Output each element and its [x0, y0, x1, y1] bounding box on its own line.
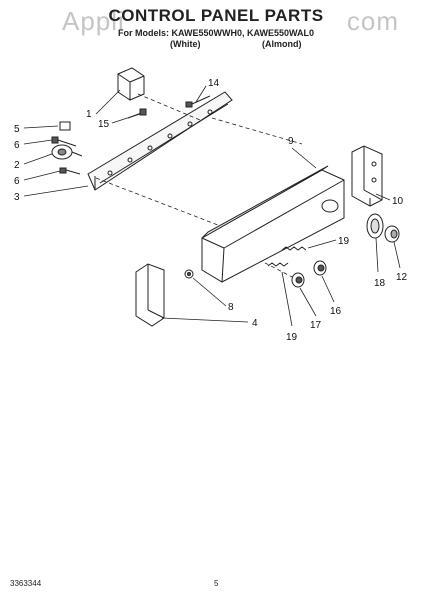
callout-8: 8 — [228, 302, 234, 313]
part-9-control-panel — [201, 165, 345, 283]
callout-2: 2 — [14, 160, 20, 171]
part-10-end-cap — [351, 145, 383, 207]
callout-9: 9 — [288, 136, 294, 147]
callout-12: 12 — [396, 272, 408, 283]
part-16-knob — [313, 260, 327, 276]
callout-18: 18 — [374, 278, 386, 289]
part-4-end-cap — [135, 263, 165, 327]
part-12-knob — [384, 225, 400, 243]
part-19-spring-lower — [267, 262, 289, 267]
variant-almond: (Almond) — [262, 39, 302, 49]
callout-1: 1 — [86, 109, 92, 120]
callout-14: 14 — [208, 78, 220, 89]
part-6-screw-lower — [59, 167, 81, 175]
callout-15: 15 — [98, 119, 110, 130]
callout-5: 5 — [14, 124, 20, 135]
part-14-screw — [185, 95, 211, 108]
part-1-bracket — [117, 67, 145, 101]
callout-labels: 1 2 3 4 5 6 6 8 9 10 12 14 15 16 17 18 1… — [14, 78, 408, 343]
callout-3: 3 — [14, 192, 20, 203]
part-number: 3363344 — [10, 579, 42, 588]
part-5-clip — [59, 121, 71, 131]
callout-16: 16 — [330, 306, 342, 317]
part-2-timer — [51, 144, 83, 160]
callout-6-lower: 6 — [14, 176, 20, 187]
variant-white: (White) — [170, 39, 201, 49]
part-19-spring-upper — [281, 246, 307, 251]
part-18-bezel-ring — [366, 213, 384, 239]
part-8-nut — [184, 269, 194, 279]
callout-19-lower: 19 — [286, 332, 298, 343]
page-title: CONTROL PANEL PARTS — [108, 6, 324, 25]
console-bracket — [87, 91, 233, 191]
part-17-knob — [291, 272, 305, 288]
callout-19-upper: 19 — [338, 236, 350, 247]
callout-17: 17 — [310, 320, 322, 331]
page-number: 5 — [214, 579, 219, 588]
callout-4: 4 — [252, 318, 258, 329]
callout-6-upper: 6 — [14, 140, 20, 151]
model-list: For Models: KAWE550WWH0, KAWE550WAL0 — [117, 28, 315, 38]
callout-10: 10 — [392, 196, 404, 207]
